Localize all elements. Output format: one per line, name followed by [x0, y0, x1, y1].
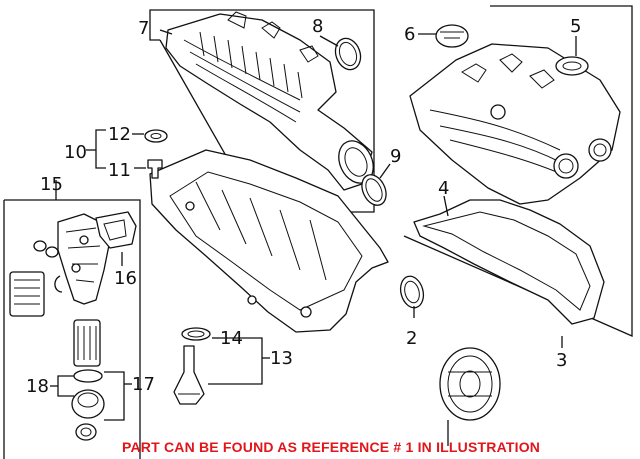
callout-12: 12 [108, 124, 131, 145]
callout-10: 10 [64, 142, 87, 163]
callout-2: 2 [406, 328, 417, 349]
callout-16: 16 [114, 268, 137, 289]
seal-5 [555, 56, 589, 76]
callout-8: 8 [312, 16, 323, 37]
callout-4: 4 [438, 178, 449, 199]
oil-filter-housing [57, 213, 111, 305]
callout-13: 13 [270, 348, 293, 369]
oil-pan [149, 149, 389, 333]
leader-lines [50, 29, 577, 446]
cap-seal [75, 423, 97, 441]
callout-17: 17 [132, 374, 155, 395]
reference-note: PART CAN BE FOUND AS REFERENCE # 1 IN IL… [122, 439, 540, 455]
valve-cover-gasket [413, 199, 605, 325]
callout-15: 15 [40, 174, 63, 195]
drain-plug-washer [144, 129, 168, 143]
callout-9: 9 [390, 146, 401, 167]
oil-level-sensor [173, 345, 205, 405]
sensor-seal-ring [181, 327, 211, 341]
vibration-damper-pulley [439, 347, 501, 421]
frame-oil-filter-housing [3, 199, 141, 459]
small-seals [33, 240, 63, 293]
callout-6: 6 [404, 24, 415, 45]
seal-ring-2 [399, 275, 425, 309]
callout-labels: 7 8 9 10 12 11 6 5 4 2 3 15 16 14 13 17 … [26, 16, 581, 397]
seal-ring-9 [361, 174, 387, 206]
oil-filter-element [73, 319, 101, 367]
callout-14: 14 [220, 328, 243, 349]
seal-ring-8 [334, 37, 362, 71]
drain-plug [147, 159, 163, 179]
oil-filler-cap [435, 24, 469, 48]
callout-3: 3 [556, 350, 567, 371]
callout-7: 7 [138, 18, 149, 39]
callout-5: 5 [570, 16, 581, 37]
oil-filter-cap [71, 389, 105, 419]
filter-o-ring [73, 369, 103, 383]
intake-manifold [165, 11, 374, 191]
valve-cover [409, 43, 621, 205]
oil-cooler [9, 271, 45, 317]
callout-18: 18 [26, 376, 49, 397]
housing-gasket-16 [95, 211, 137, 249]
callout-11: 11 [108, 160, 131, 181]
